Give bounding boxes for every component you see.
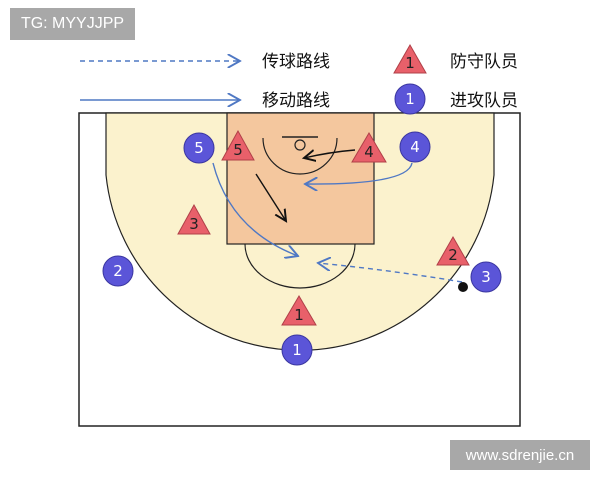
defender-1-label: 1 bbox=[294, 306, 304, 324]
move-route-5 bbox=[212, 162, 298, 256]
pass-route-3 bbox=[318, 263, 463, 283]
defender-2: 2 bbox=[436, 235, 470, 266]
legend-pass-label: 传球路线 bbox=[262, 52, 330, 72]
legend-defender-label: 防守队员 bbox=[450, 52, 518, 72]
attacker-4: 4 bbox=[399, 131, 431, 163]
attacker-3: 3 bbox=[470, 261, 502, 293]
legend-attacker-icon: 1 bbox=[394, 83, 426, 115]
legend-attacker-label: 进攻队员 bbox=[450, 91, 518, 111]
court bbox=[78, 112, 521, 427]
legend-defender-icon: 1 bbox=[393, 43, 427, 74]
legend-move-label: 移动路线 bbox=[262, 91, 330, 111]
watermark-bottom: www.sdrenjie.cn bbox=[450, 440, 590, 470]
attacker-5: 5 bbox=[183, 132, 215, 164]
attacker-3-label: 3 bbox=[481, 268, 491, 286]
attacker-2: 2 bbox=[102, 255, 134, 287]
defender-3-label: 3 bbox=[189, 215, 199, 233]
legend-defender-symbol: 1 bbox=[405, 54, 415, 72]
defender-1: 1 bbox=[281, 295, 317, 326]
defender-2-label: 2 bbox=[448, 246, 458, 264]
legend-attacker-symbol: 1 bbox=[405, 90, 415, 108]
ball bbox=[458, 282, 468, 292]
defender-move-4 bbox=[304, 150, 356, 158]
attacker-2-label: 2 bbox=[113, 262, 123, 280]
defender-5-label: 5 bbox=[233, 141, 243, 159]
defender-4-label: 4 bbox=[364, 143, 374, 161]
free-throw-circle bbox=[244, 243, 356, 289]
attacker-4-label: 4 bbox=[410, 138, 420, 156]
defender-move-5 bbox=[255, 173, 286, 221]
watermark-top: TG: MYYJJPP bbox=[10, 8, 135, 40]
routes bbox=[212, 150, 463, 283]
rim bbox=[294, 139, 306, 151]
defender-5: 5 bbox=[221, 129, 255, 161]
attacker-5-label: 5 bbox=[194, 139, 204, 157]
attacker-1: 1 bbox=[281, 334, 313, 366]
defender-4: 4 bbox=[351, 132, 387, 163]
legend: 传球路线 移动路线 1 防守队员 1 进攻队员 bbox=[80, 43, 518, 115]
attacker-1-label: 1 bbox=[292, 341, 302, 359]
move-route-4 bbox=[305, 162, 413, 184]
defender-3: 3 bbox=[177, 203, 211, 235]
paint-key bbox=[226, 112, 375, 245]
